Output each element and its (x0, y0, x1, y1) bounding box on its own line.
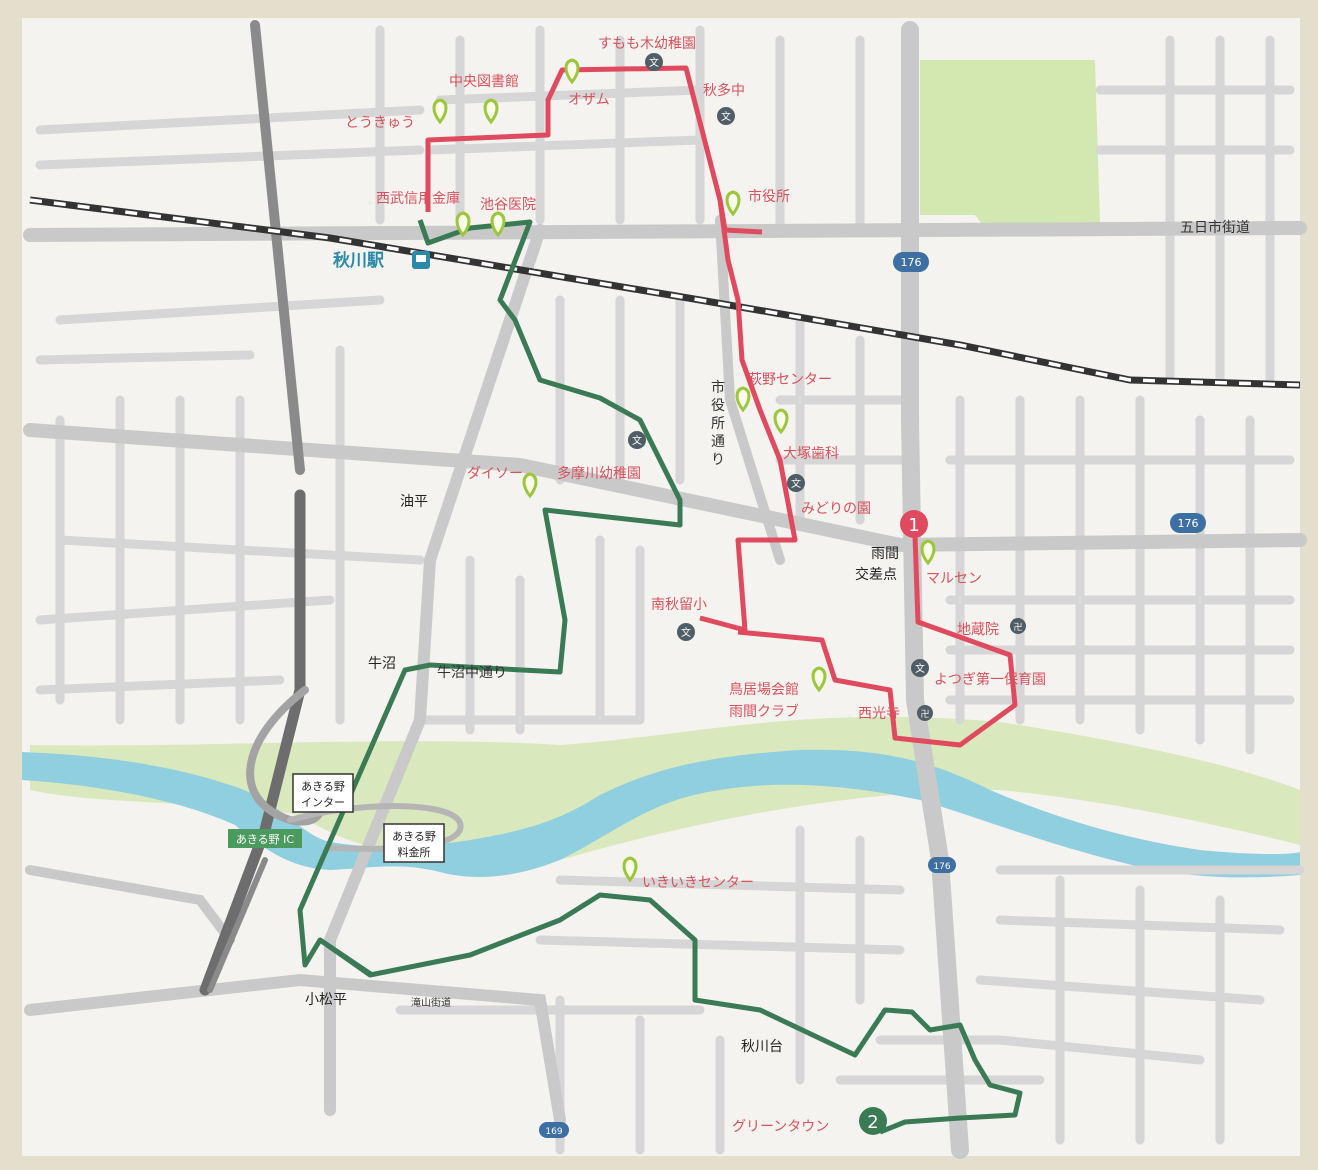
red-route (425, 65, 1018, 748)
route-shield: 169 (539, 1122, 569, 1138)
poi-pins (432, 58, 936, 883)
svg-text:169: 169 (545, 1127, 562, 1137)
road-label: 牛沼中通り (437, 665, 507, 681)
school-icon: 文 (787, 474, 805, 492)
place-label: 池谷医院 (480, 197, 536, 213)
temple-icon: 卍 (1010, 618, 1026, 634)
place-label: 多摩川幼稚園 (557, 465, 641, 482)
school-icon: 文 (677, 623, 695, 641)
place-label: 大塚歯科 (783, 446, 839, 462)
road-label: 市 役 所 通 り (711, 379, 725, 468)
school-icon: 文 (911, 659, 929, 677)
svg-text:文: 文 (791, 477, 801, 490)
map-pin-icon (622, 856, 638, 883)
svg-text:あきる野: あきる野 (392, 830, 436, 843)
tollgate-box: あきる野 料金所 (383, 823, 445, 863)
svg-text:176: 176 (933, 862, 950, 872)
map-pin-icon (455, 211, 471, 238)
place-label: みどりの園 (801, 501, 871, 517)
street-grid (35, 25, 1305, 1155)
svg-text:役: 役 (711, 398, 725, 414)
svg-text:卍: 卍 (920, 709, 929, 720)
svg-text:料金所: 料金所 (398, 845, 431, 859)
map-pin-icon (522, 472, 538, 499)
place-label: ダイソー (467, 466, 523, 482)
svg-text:市: 市 (711, 379, 725, 396)
school-icon: 文 (645, 53, 663, 71)
place-label: 秋多中 (703, 82, 745, 99)
map-pin-icon (483, 98, 499, 125)
svg-text:2: 2 (867, 1112, 878, 1133)
map-pin-icon (735, 386, 751, 413)
place-label: 南秋留小 (651, 597, 707, 613)
area-label: 秋川台 (741, 1039, 783, 1055)
route-shield: 176 (893, 252, 929, 272)
place-label: 西光寺 (858, 706, 900, 722)
svg-text:176: 176 (901, 256, 922, 269)
place-label: 鳥居場会館 (729, 681, 799, 698)
map-pin-icon (725, 190, 741, 217)
place-label: 雨間クラブ (729, 703, 799, 720)
place-label: いきいきセンター (642, 875, 754, 891)
area-label: 雨間 (871, 546, 899, 562)
place-label: マルセン (926, 571, 982, 587)
svg-text:文: 文 (915, 662, 925, 675)
place-label: 中央図書館 (449, 73, 519, 90)
map-pin-icon (490, 211, 506, 238)
area-label: 交差点 (855, 566, 897, 583)
marker-2: 2 (859, 1107, 887, 1135)
place-label: 西武信用金庫 (376, 190, 460, 207)
temple-icon: 卍 (917, 705, 933, 721)
road-label: 五日市街道 (1180, 219, 1250, 236)
svg-text:所: 所 (711, 416, 725, 432)
place-label: すもも木幼稚園 (598, 36, 696, 52)
svg-text:1: 1 (908, 515, 919, 536)
map-pin-icon (432, 98, 448, 125)
school-icon: 文 (717, 107, 735, 125)
park-area (920, 60, 1100, 228)
place-label: オザム (568, 92, 610, 108)
expressway (199, 20, 464, 996)
interchange-box: あきる野 インター (292, 773, 354, 813)
major-roads (23, 21, 1307, 1159)
place-label: 萩野センター (748, 372, 832, 388)
place-label: グリーンタウン (732, 1119, 829, 1135)
svg-text:あきる野: あきる野 (301, 780, 345, 793)
ic-badge: あきる野 IC (228, 829, 302, 848)
area-label: 小松平 (305, 992, 347, 1008)
svg-text:卍: 卍 (1013, 622, 1022, 633)
route-shield: 176 (1170, 513, 1206, 533)
svg-text:文: 文 (721, 110, 731, 123)
map-pin-icon (564, 58, 580, 85)
train-icon (412, 251, 430, 269)
marker-1: 1 (900, 510, 928, 538)
map-pin-icon (920, 539, 936, 566)
svg-text:インター: インター (301, 796, 345, 809)
svg-text:文: 文 (649, 56, 659, 69)
area-label: 油平 (400, 494, 428, 510)
svg-text:176: 176 (1178, 517, 1199, 530)
railway (29, 196, 1301, 389)
road-label: 滝山街道 (411, 996, 451, 1009)
place-label: 市役所 (748, 188, 790, 205)
green-route (297, 219, 1023, 1135)
place-label: とうきゅう (345, 115, 415, 131)
area-label: 牛沼 (368, 656, 396, 672)
school-icon: 文 (628, 431, 646, 449)
svg-text:り: り (711, 452, 725, 468)
svg-text:あきる野 IC: あきる野 IC (236, 833, 295, 846)
svg-text:通: 通 (711, 434, 725, 450)
map-pin-icon (811, 666, 827, 693)
map-pin-icon (773, 408, 789, 435)
place-label: よつぎ第一保育園 (934, 671, 1046, 688)
svg-text:文: 文 (681, 626, 691, 639)
station-label: 秋川駅 (333, 250, 385, 271)
place-label: 地蔵院 (957, 622, 999, 638)
svg-text:文: 文 (632, 434, 642, 447)
route-shield: 176 (928, 857, 956, 873)
